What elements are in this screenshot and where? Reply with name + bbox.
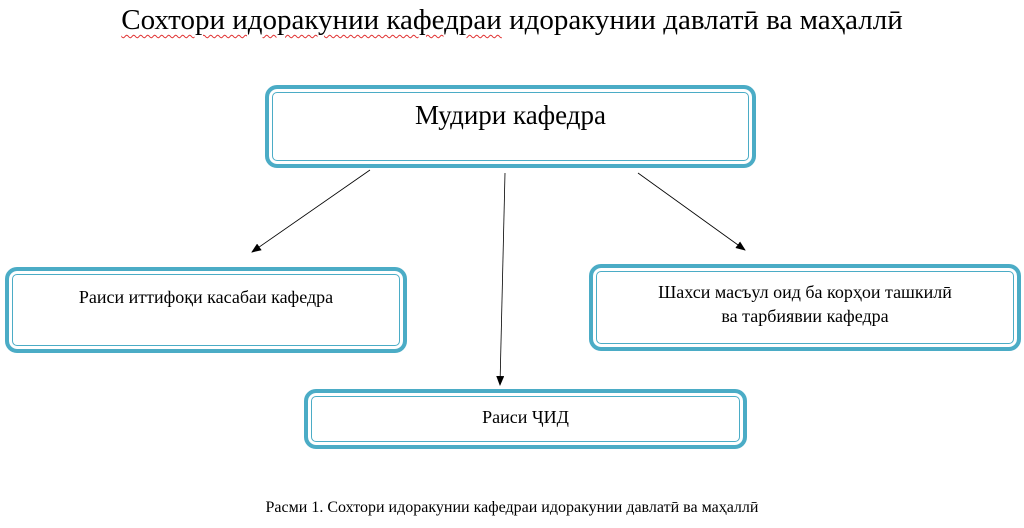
node-label-line2: ва тарбиявии кафедра [721, 306, 889, 326]
node-youth-chair: Раиси ҶИД [304, 389, 747, 449]
title-part-rest: идоракунии давлатӣ ва маҳаллӣ [501, 4, 903, 36]
node-label: Мудири кафедра [414, 100, 607, 130]
node-education-officer: Шахси масъул оид ба корҳои ташкилӣ ва тар… [589, 264, 1021, 351]
arrow-to-education [637, 172, 746, 251]
diagram-title: Сохтори идоракунии кафедраи идоракунии д… [0, 4, 1024, 37]
node-head-of-department: Мудири кафедра [265, 85, 756, 168]
node-label: Раиси ҶИД [482, 407, 569, 427]
node-label: Раиси иттифоқи касабаи кафедра [78, 287, 334, 307]
arrow-to-union [251, 169, 371, 253]
title-part-underlined: Сохтори идоракунии кафедраи [121, 4, 502, 36]
node-union-chair: Раиси иттифоқи касабаи кафедра [5, 267, 407, 353]
figure-caption: Расми 1. Сохтори идоракунии кафедраи идо… [265, 499, 759, 516]
node-label-line1: Шахси масъул оид ба корҳои ташкилӣ [658, 282, 952, 302]
arrow-to-youth [496, 172, 506, 386]
